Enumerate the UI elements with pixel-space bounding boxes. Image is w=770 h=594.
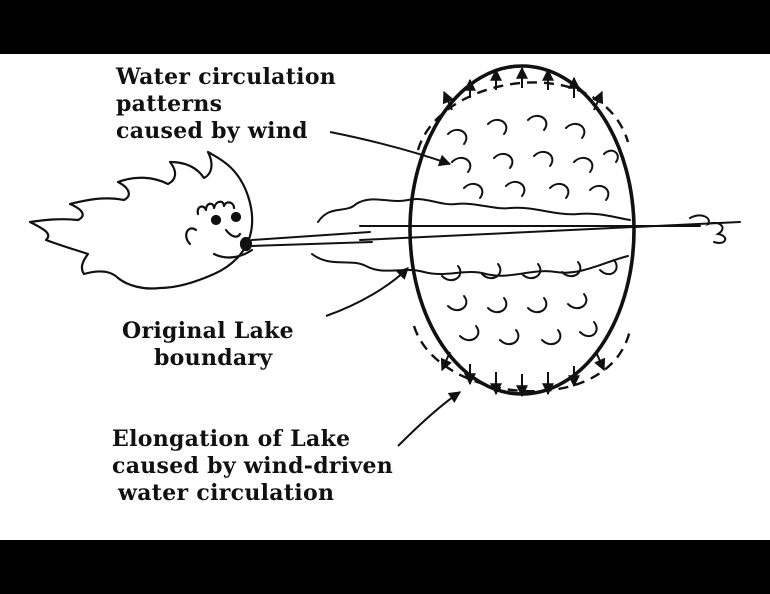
lake-outline xyxy=(410,66,634,394)
label-circulation-line3: caused by wind xyxy=(116,118,336,145)
label-circulation-line2: patterns xyxy=(116,91,336,118)
bottom-black-bar xyxy=(0,540,770,594)
leader-arrows xyxy=(326,132,460,446)
top-black-bar xyxy=(0,0,770,54)
label-boundary: Original Lake boundary xyxy=(122,318,294,372)
label-boundary-line1: Original Lake xyxy=(122,318,294,345)
diagram-canvas: Water circulation patterns caused by win… xyxy=(0,54,770,540)
label-elongation-line2: caused by wind-driven xyxy=(112,453,393,480)
wind-gust xyxy=(252,199,740,276)
label-elongation-line1: Elongation of Lake xyxy=(112,426,393,453)
label-elongation: Elongation of Lake caused by wind-driven… xyxy=(112,426,393,507)
label-boundary-line2: boundary xyxy=(122,345,294,372)
label-elongation-line3: water circulation xyxy=(112,480,393,507)
label-circulation: Water circulation patterns caused by win… xyxy=(116,64,336,145)
label-circulation-line1: Water circulation xyxy=(116,64,336,91)
